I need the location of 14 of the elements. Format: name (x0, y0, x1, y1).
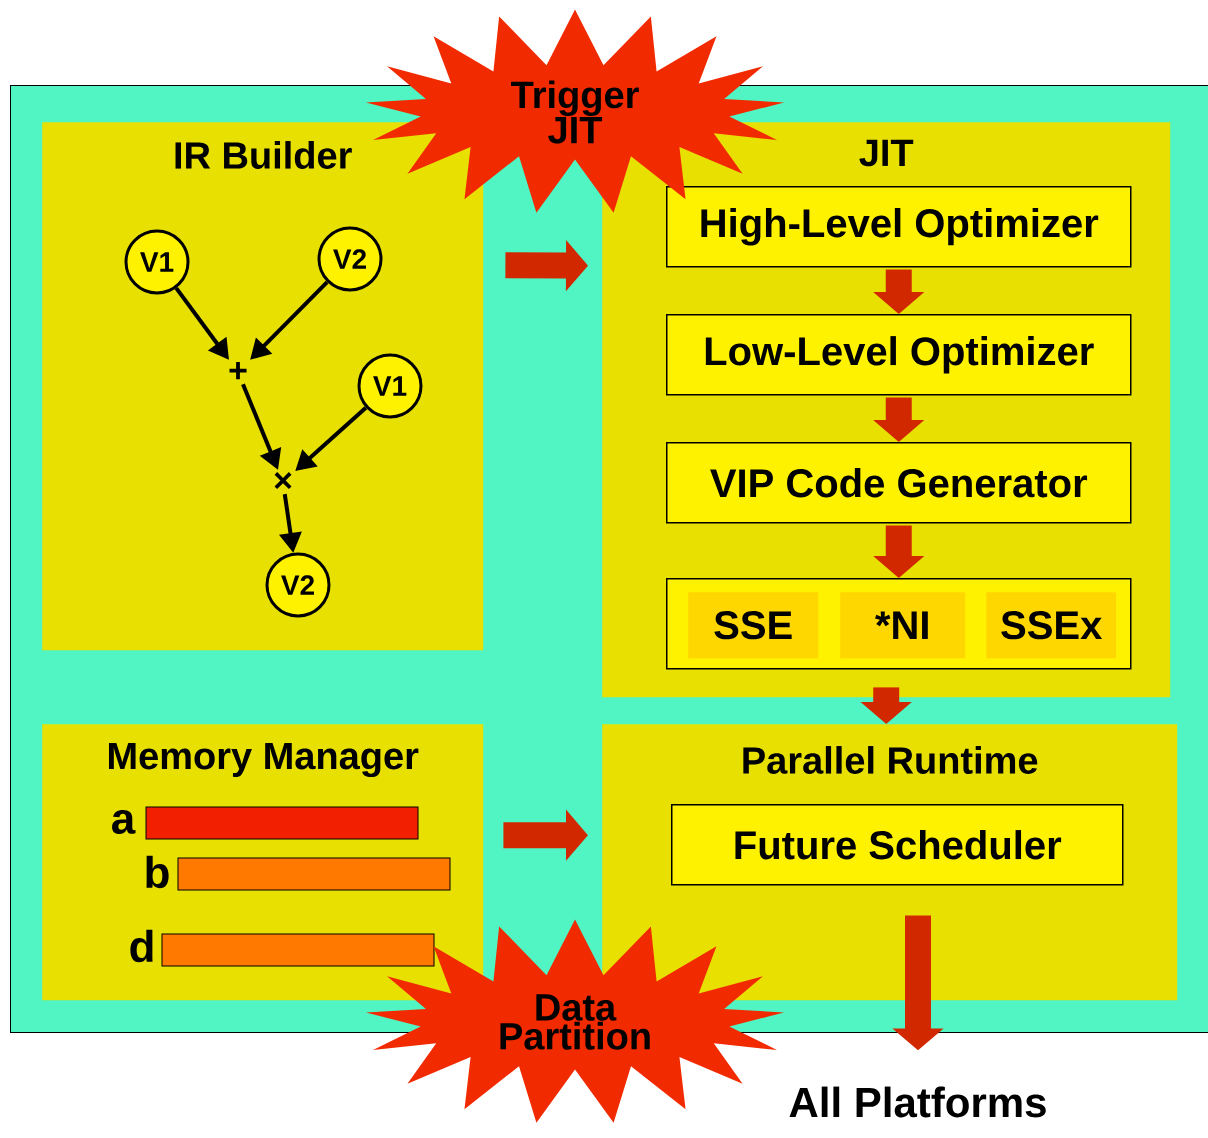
operator-symbol: × (274, 472, 292, 490)
process-box: Low-Level Optimizer (666, 314, 1132, 396)
variable-label: d (130, 929, 153, 963)
option-box: SSE (688, 592, 819, 659)
operator-symbol: + (229, 362, 247, 380)
variable-label: b (146, 855, 169, 889)
process-box: VIP Code Generator (666, 442, 1132, 524)
target-label: All Platforms (789, 1086, 1046, 1118)
starburst: Data Partition (365, 919, 785, 1123)
process-box: High-Level Optimizer (666, 186, 1132, 268)
variable-label: a (112, 809, 136, 835)
option-box: *NI (840, 592, 966, 659)
process-box: Future Scheduler (671, 804, 1124, 886)
option-box: SSEx (986, 592, 1117, 659)
